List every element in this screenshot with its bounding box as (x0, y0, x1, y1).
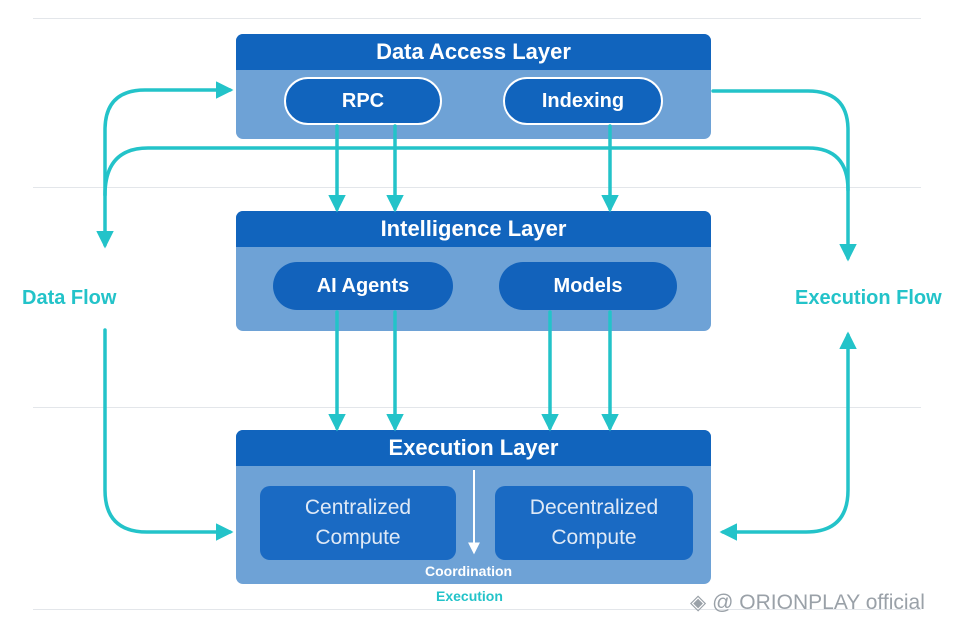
data-flow-label: Data Flow (22, 287, 117, 309)
watermark-logo-icon: ◈ (690, 591, 707, 614)
guide-line-lower (33, 407, 921, 408)
data-access-layer: Data Access Layer RPC Indexing (236, 34, 711, 139)
arrow-right-bottom (719, 331, 857, 541)
execution-label: Execution (436, 588, 503, 604)
indexing-pill: Indexing (503, 77, 663, 125)
centralized-compute-line1: Centralized (304, 496, 412, 519)
guide-line-upper (33, 187, 921, 188)
guide-line-top (33, 18, 921, 19)
decentralized-compute-box: Decentralized Compute (495, 486, 693, 560)
execution-flow-label: Execution Flow (795, 287, 942, 309)
execution-layer-title: Execution Layer (236, 430, 711, 466)
guide-line-bottom (33, 609, 921, 610)
rpc-pill: RPC (284, 77, 442, 125)
arrow-left-bottom (103, 328, 234, 541)
watermark-text: @ ORIONPLAY official (712, 590, 925, 614)
models-pill: Models (499, 262, 677, 310)
intelligence-layer-title: Intelligence Layer (236, 211, 711, 247)
coordination-label: Coordination (425, 563, 513, 579)
data-access-layer-title: Data Access Layer (236, 34, 711, 70)
watermark: ◈ @ ORIONPLAY official (690, 590, 925, 615)
intelligence-layer: Intelligence Layer AI Agents Models (236, 211, 711, 331)
centralized-compute-box: Centralized Compute (260, 486, 456, 560)
ai-agents-pill: AI Agents (273, 262, 453, 310)
arrow-cross-line (103, 146, 857, 262)
centralized-compute-line2: Compute (315, 526, 401, 549)
arrow-right-top (711, 89, 850, 192)
decentralized-compute-line1: Decentralized (529, 496, 659, 519)
decentralized-compute-line2: Compute (551, 526, 637, 549)
arrow-left-top-loop (96, 81, 234, 249)
